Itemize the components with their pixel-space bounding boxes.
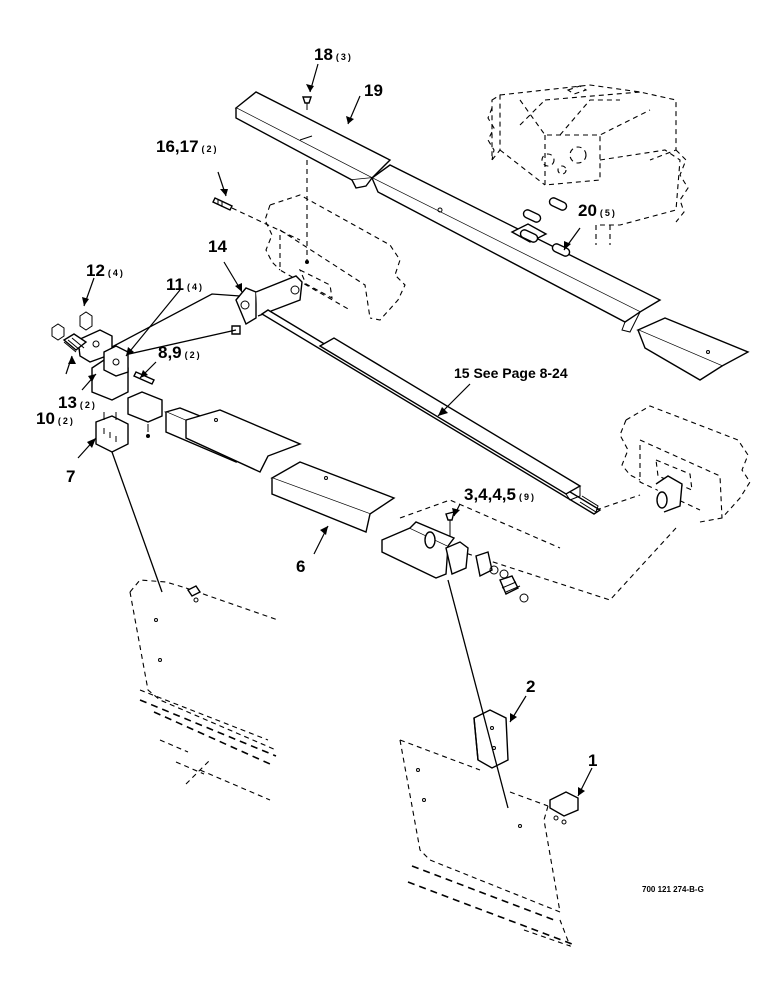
callout-19: 19 [364, 81, 383, 100]
assembly-leader-lines [109, 293, 677, 601]
callout-15: 15 See Page 8-24 [454, 365, 568, 381]
callout-8-9: 8,9(2) [158, 343, 202, 362]
bracket-1 [549, 791, 579, 825]
callout-3-4-4-5: 3,4,4,5(9) [464, 485, 536, 504]
callout-arrowheads [68, 84, 585, 796]
cover-plate-19 [234, 91, 392, 264]
frame-upper-left [264, 194, 406, 321]
callout-7: 7 [66, 467, 75, 486]
callout-6: 6 [296, 557, 305, 576]
attach-lines [111, 451, 509, 809]
callout-labels: 18(3) 19 16,17(2) 14 12(4) 11(4) 8,9(2) … [36, 45, 704, 894]
bolt-16-17 [212, 197, 301, 241]
callout-leaders [65, 63, 593, 797]
callout-10: 10(2) [36, 409, 75, 428]
angle-6-left [163, 407, 302, 473]
bracket-14 [231, 275, 303, 335]
callout-11: 11(4) [166, 275, 204, 294]
callout-14: 14 [208, 237, 227, 256]
callout-1: 1 [588, 751, 597, 770]
callout-18: 18(3) [314, 45, 353, 64]
frame-upper-right [487, 84, 689, 245]
callout-16-17: 16,17(2) [156, 137, 219, 156]
angle-6-right [270, 461, 396, 533]
callout-20: 20(5) [578, 201, 617, 220]
frame-middle-right [619, 405, 751, 523]
shield-lower-left [129, 579, 279, 801]
left-bracket-cluster [51, 311, 163, 453]
plug-set-20 [519, 197, 571, 257]
shaft-15 [260, 309, 602, 515]
right-bracket-cluster [381, 511, 529, 603]
shield-lower-right [399, 739, 573, 947]
drawing-code: 700 121 274-B-G [642, 885, 704, 894]
callout-12: 12(4) [86, 261, 125, 280]
channel-end-piece [636, 317, 750, 381]
callout-2: 2 [526, 677, 535, 696]
channel-long [370, 164, 662, 333]
screw-18 [302, 96, 312, 110]
callout-13: 13(2) [58, 393, 97, 412]
bracket-2 [473, 709, 509, 769]
